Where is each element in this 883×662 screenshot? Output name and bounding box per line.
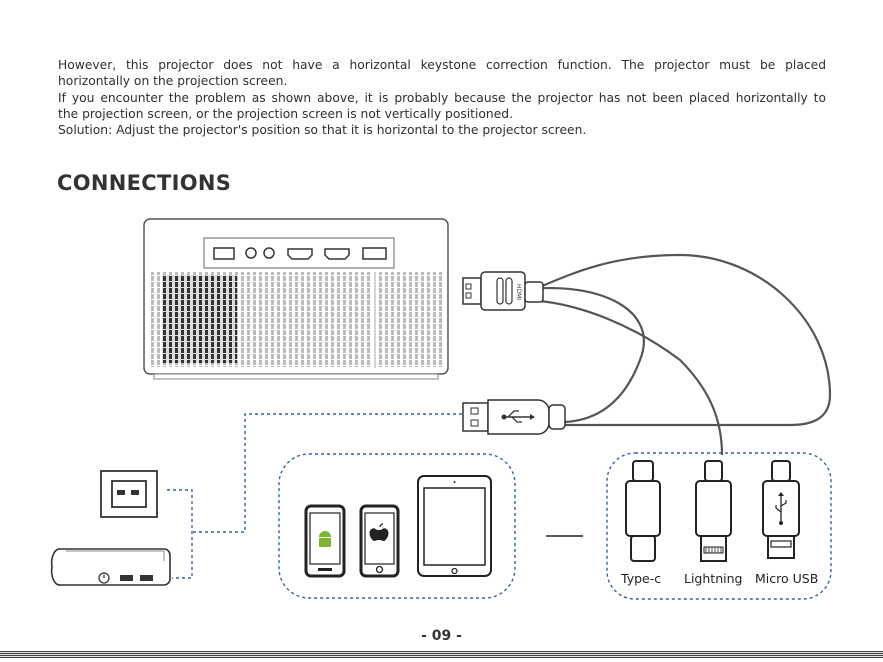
paragraph-2-line-1: If you encounter the problem as shown ab…	[58, 91, 826, 105]
hdmi-marking: HDMI	[515, 284, 522, 300]
type-c-plug-icon	[625, 460, 661, 562]
lightning-plug-icon	[695, 460, 732, 562]
paragraph-1-line-1: However, this projector does not have a …	[58, 58, 826, 72]
hdmi-plug-icon: HDMI	[462, 271, 544, 311]
paragraph-2-line-2: the projection screen, or the projection…	[58, 107, 514, 121]
tablet-icon	[417, 475, 492, 577]
micro-usb-label: Micro USB	[755, 571, 819, 586]
page-number: - 09 -	[421, 628, 462, 644]
usb-plug-icon	[462, 399, 566, 435]
iphone-icon	[359, 504, 400, 578]
wall-outlet-icon	[100, 470, 158, 518]
lightning-label: Lightning	[684, 571, 743, 586]
footer-bar	[0, 651, 883, 658]
solution-text: Solution: Adjust the projector's positio…	[58, 123, 587, 137]
projector-icon	[143, 218, 449, 380]
connectors-group	[606, 452, 832, 600]
section-heading: CONNECTIONS	[57, 171, 232, 195]
devices-group	[278, 453, 516, 599]
paragraph-1-line-2: horizontally on the projection screen.	[58, 74, 288, 88]
type-c-label: Type-c	[621, 571, 662, 586]
micro-usb-plug-icon	[762, 460, 800, 559]
power-bank-icon	[50, 548, 171, 586]
android-phone-icon	[304, 504, 346, 578]
